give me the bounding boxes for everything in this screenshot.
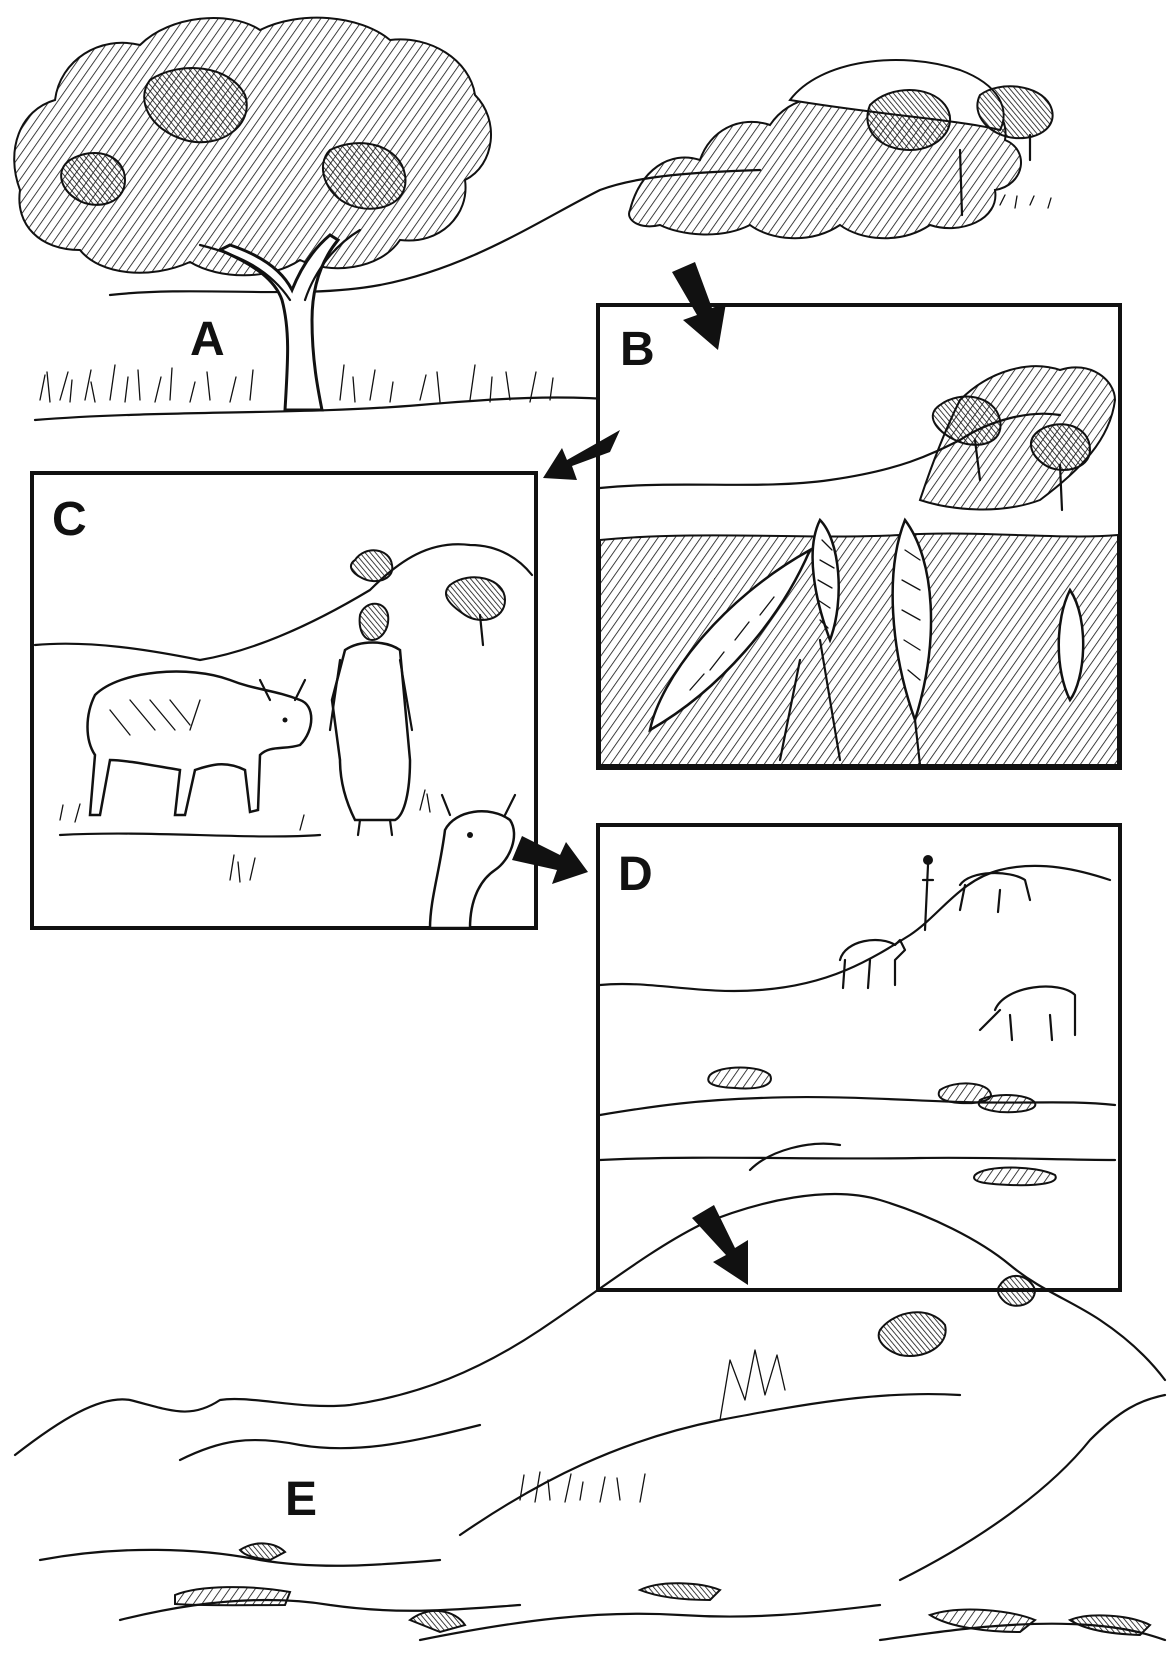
panel-d-degradation: D xyxy=(598,825,1120,1290)
panel-e-label: E xyxy=(285,1473,317,1526)
panel-c-label: C xyxy=(52,493,87,546)
panel-b-label: B xyxy=(620,323,655,376)
panel-d-label: D xyxy=(618,848,653,901)
distant-bushes xyxy=(629,60,1053,238)
panel-b-cultivation: B xyxy=(598,305,1120,768)
panel-a-label: A xyxy=(190,313,225,366)
acacia-tree xyxy=(14,18,491,410)
panel-c-grazing: C xyxy=(32,473,536,928)
panel-d-frame xyxy=(598,825,1120,1290)
